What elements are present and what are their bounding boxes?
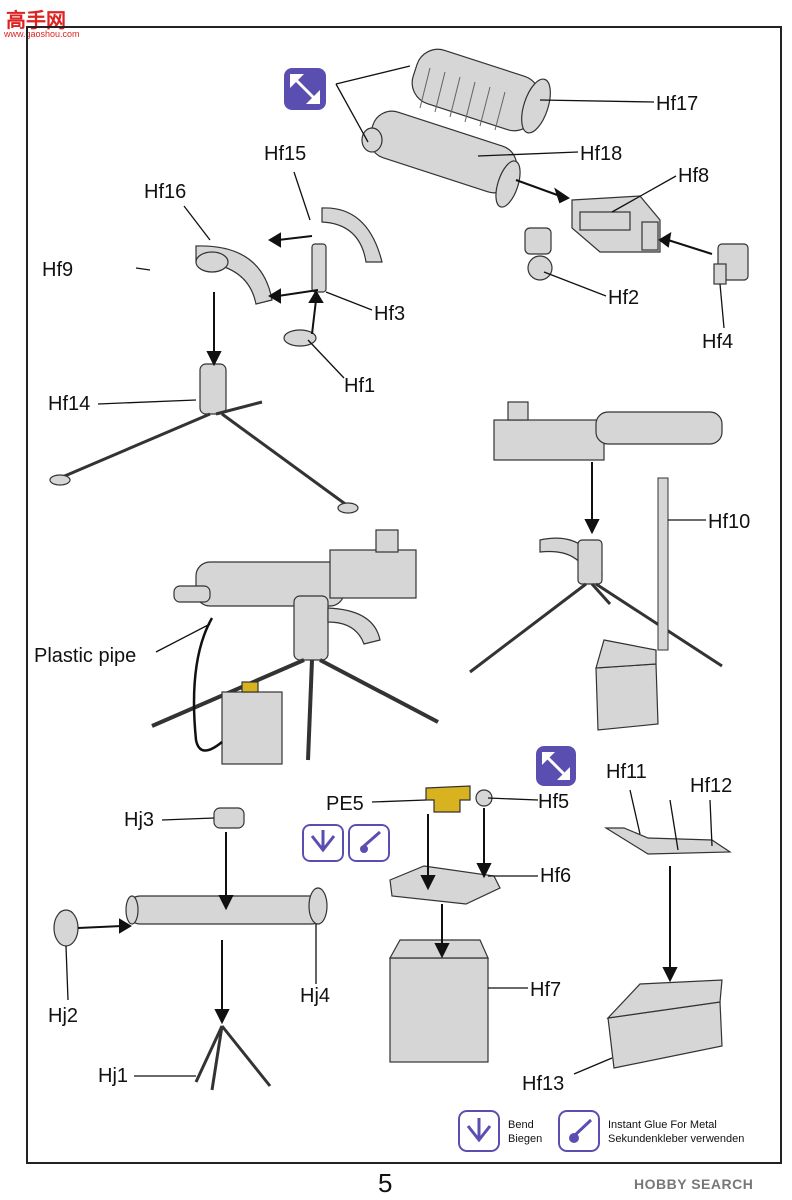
label-hf3: Hf3 — [374, 303, 406, 325]
label-hj4: Hj4 — [300, 985, 331, 1007]
glue-icon — [348, 824, 390, 862]
tripod-hf14 — [49, 363, 359, 514]
label-hf13: Hf13 — [522, 1073, 565, 1095]
flip-over-icon — [284, 68, 326, 110]
bend-icon — [302, 824, 344, 862]
label-hf6: Hf6 — [540, 865, 572, 887]
receiver-hf8 — [571, 195, 661, 253]
label-hf4: Hf4 — [702, 331, 734, 353]
ammo-belt-hf10 — [657, 477, 669, 651]
label-hf16: Hf16 — [144, 181, 187, 203]
label-hf7: Hf7 — [530, 979, 562, 1001]
legend-bend-de: Biegen — [508, 1133, 543, 1145]
instruction-frame — [26, 26, 782, 1164]
watermark-url: www.gaoshou.com — [4, 29, 80, 39]
can-lid-hf6 — [389, 865, 501, 905]
label-hf12: Hf12 — [690, 775, 733, 797]
label-hf2: Hf2 — [608, 287, 640, 309]
barrel-jacket-hf17 — [411, 48, 551, 134]
box-body-hf13 — [606, 979, 723, 1069]
can-body-hf7 — [388, 939, 489, 1063]
handle-pe5 — [425, 785, 471, 813]
flip-over-icon-2 — [536, 746, 576, 786]
label-hf10: Hf10 — [708, 511, 751, 533]
tripod-hj1 — [194, 1025, 272, 1091]
assembled-gun-left — [151, 529, 439, 765]
label-hf8: Hf8 — [678, 165, 710, 187]
lens-hj2 — [53, 909, 79, 947]
part-hf2 — [524, 227, 553, 281]
label-hf5: Hf5 — [538, 791, 570, 813]
assembled-gun-right — [469, 401, 723, 674]
legend-bend-en: Bend — [508, 1119, 534, 1131]
label-hj1: Hj1 — [98, 1065, 129, 1087]
label-hf14: Hf14 — [48, 393, 91, 415]
label-plastic-pipe: Plastic pipe — [34, 645, 137, 667]
page-number: 5 — [378, 1168, 393, 1198]
label-hf18: Hf18 — [580, 143, 623, 165]
cooling-jacket-hf18 — [361, 110, 521, 208]
legend-glue-en: Instant Glue For Metal — [608, 1119, 717, 1131]
legend-glue-icon — [558, 1110, 600, 1152]
label-hj2: Hj2 — [48, 1005, 79, 1027]
part-hf4 — [713, 243, 749, 285]
label-hf1: Hf1 — [344, 375, 376, 397]
hobby-search-logo: HOBBY SEARCH — [634, 1176, 754, 1192]
label-pe5: PE5 — [326, 793, 364, 815]
part-hj3 — [213, 807, 245, 829]
label-hf15: Hf15 — [264, 143, 307, 165]
label-hf17: Hf17 — [656, 93, 699, 115]
label-hj3: Hj3 — [124, 809, 155, 831]
label-hf11: Hf11 — [606, 761, 647, 783]
legend-glue-de: Sekundenkleber verwenden — [608, 1133, 745, 1145]
label-hf9: Hf9 — [42, 259, 74, 281]
legend-bend-icon — [458, 1110, 500, 1152]
ammo-box — [595, 639, 659, 731]
